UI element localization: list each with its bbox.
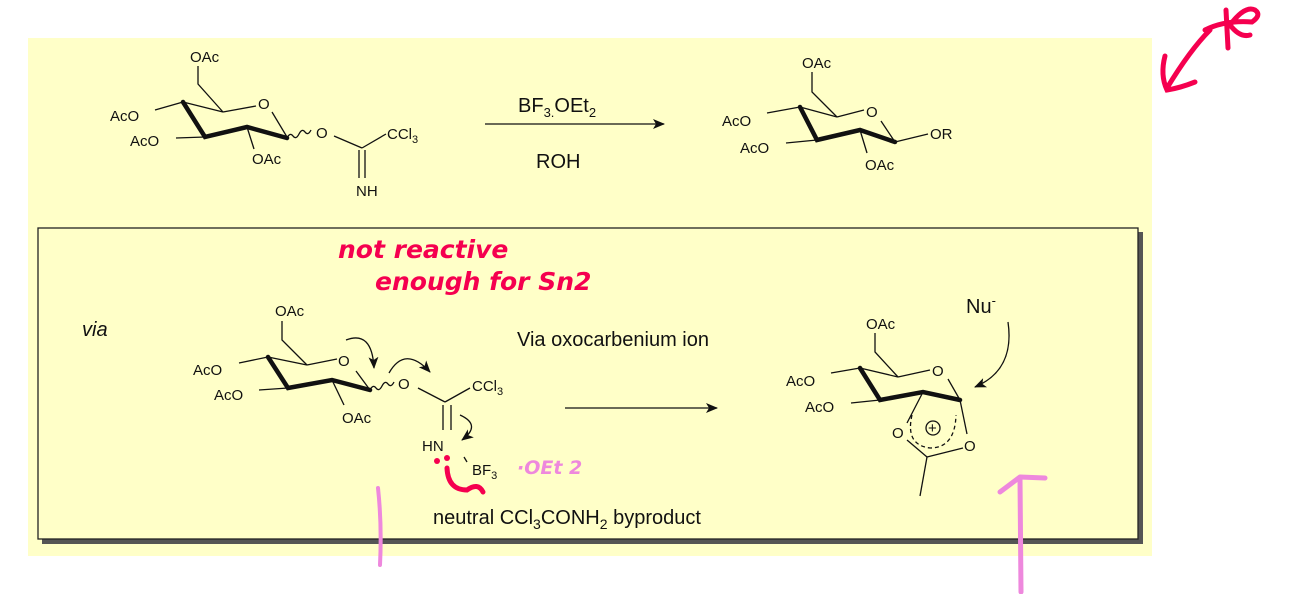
ring-oxygen: O [866, 104, 878, 121]
positive-charge: + [928, 420, 937, 437]
oxygen-label: O [964, 438, 976, 455]
oac-label: OAc [275, 303, 305, 320]
lone-pair-dot [444, 455, 450, 461]
byproduct-label: neutral CCl3CONH2 byproduct [433, 507, 701, 532]
ccl3-label: CCl3 [472, 378, 503, 398]
red-arrow-icon [1160, 27, 1213, 93]
lone-pair-dot [434, 458, 440, 464]
oac-label: OAc [802, 55, 832, 72]
aco-label: AcO [786, 373, 815, 390]
anomeric-oxygen: O [316, 125, 328, 142]
aco-label: AcO [130, 133, 159, 150]
hn-label: HN [422, 438, 444, 455]
via-label: via [82, 319, 108, 341]
curved-arrow [388, 358, 431, 374]
ccl3-label: CCl3 [387, 126, 418, 146]
red-star-icon [1202, 6, 1261, 51]
note-not-reactive: not reactive [338, 235, 508, 264]
curved-arrow [974, 321, 1010, 388]
glycoside-product: OAc O AcO AcO OAc OR [722, 55, 953, 174]
oac-label: OAc [865, 157, 895, 174]
ring-oxygen: O [338, 353, 350, 370]
anomeric-oxygen: O [398, 376, 410, 393]
aco-label: AcO [722, 113, 751, 130]
pink-arrow-icon [997, 474, 1048, 594]
oac-label: OAc [866, 316, 896, 333]
oxygen-label: O [892, 425, 904, 442]
oac-label: OAc [190, 49, 220, 66]
curved-arrow [459, 414, 474, 441]
red-curved-arrow [444, 465, 486, 495]
nh-label: NH [356, 183, 378, 200]
reagent-bf3-oet2: BF3.OEt2 [518, 95, 596, 120]
glycosyl-trichloroacetimidate: OAc O AcO AcO OAc O CCl3 NH [110, 49, 418, 200]
reagent-roh: ROH [536, 151, 580, 173]
aco-label: AcO [193, 362, 222, 379]
ring-oxygen: O [932, 363, 944, 380]
aco-label: AcO [110, 108, 139, 125]
oac-label: OAc [342, 410, 372, 427]
activated-imidate: OAc O AcO AcO OAc O CCl3 HN BF3 [193, 303, 503, 482]
nucleophile-label: Nu- [966, 293, 996, 318]
ring-oxygen: O [258, 96, 270, 113]
oac-label: OAc [252, 151, 282, 168]
handwritten-annotations: not reactive enough for Sn2 ·OEt 2 [338, 6, 1261, 594]
aco-label: AcO [740, 140, 769, 157]
note-oet2: ·OEt 2 [517, 457, 582, 479]
dioxolenium-intermediate: Nu- OAc O AcO AcO O O + [786, 293, 1010, 497]
caption-oxocarbenium: Via oxocarbenium ion [517, 329, 709, 351]
note-enough-for-sn2: enough for Sn2 [375, 267, 591, 296]
mechanism-box [37, 227, 1139, 540]
pink-stroke [376, 486, 383, 567]
curved-arrow [345, 337, 379, 369]
aco-label: AcO [805, 399, 834, 416]
aco-label: AcO [214, 387, 243, 404]
bf3-label: BF3 [472, 462, 497, 482]
or-label: OR [930, 126, 953, 143]
